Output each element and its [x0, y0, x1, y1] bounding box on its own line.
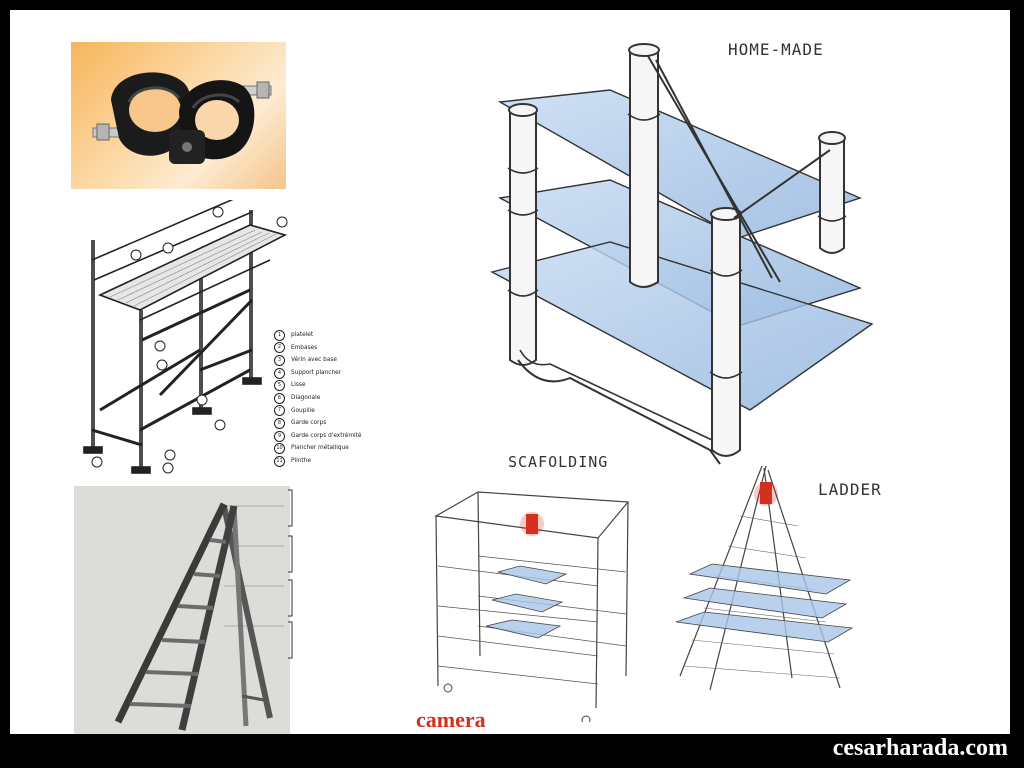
- camera-marker-icon: [754, 482, 778, 506]
- scaffolding-label: SCAFOLDING: [508, 453, 608, 471]
- home-made-label: HOME-MADE: [728, 40, 824, 59]
- page-bracket-marks: [286, 488, 300, 668]
- camera-caption: camera: [416, 707, 486, 733]
- step-ladder-photo: [74, 486, 290, 734]
- ladder-label: LADDER: [818, 480, 882, 499]
- scaffold-coupler-photo: [71, 42, 286, 189]
- camera-marker-icon: [520, 512, 544, 536]
- site-credit: cesarharada.com: [833, 735, 1008, 762]
- scaffolding-sketch: [428, 476, 638, 722]
